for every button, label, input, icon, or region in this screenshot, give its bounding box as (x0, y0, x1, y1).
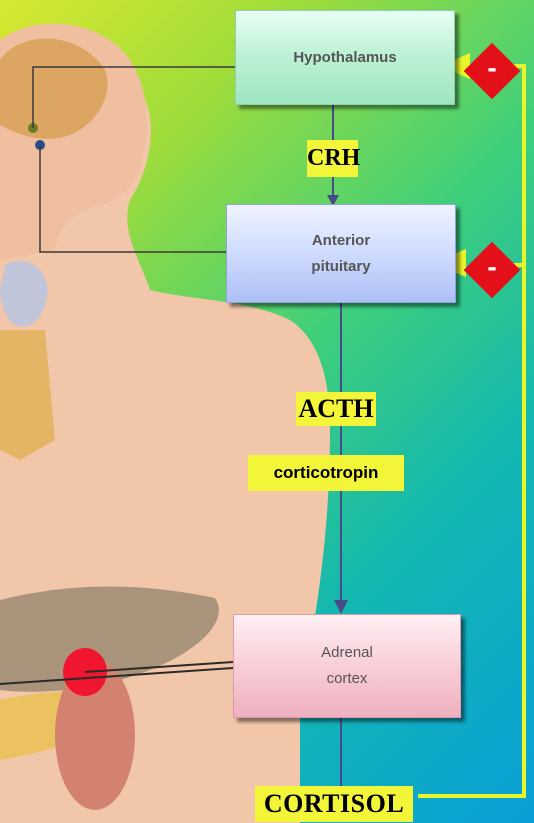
arrow-head-acth (334, 600, 348, 614)
inhibition-minus-hypothalamus: - (472, 52, 512, 84)
crh-label: CRH (307, 140, 358, 177)
hypothalamus-label: Hypothalamus (293, 45, 396, 71)
trachea (0, 330, 55, 460)
adrenal-cortex-box: Adrenal cortex (233, 614, 461, 718)
hypothalamus-box: Hypothalamus (235, 10, 455, 105)
cortisol-label: CORTISOL (255, 786, 413, 822)
adrenal-cortex-label: Adrenal cortex (321, 640, 373, 692)
anterior-pituitary-box: Anterior pituitary (226, 204, 456, 303)
inhibition-minus-pituitary: - (472, 251, 512, 283)
acth-label: ACTH (296, 392, 376, 426)
anterior-pituitary-label: Anterior pituitary (311, 228, 370, 280)
corticotropin-label: corticotropin (248, 455, 404, 491)
